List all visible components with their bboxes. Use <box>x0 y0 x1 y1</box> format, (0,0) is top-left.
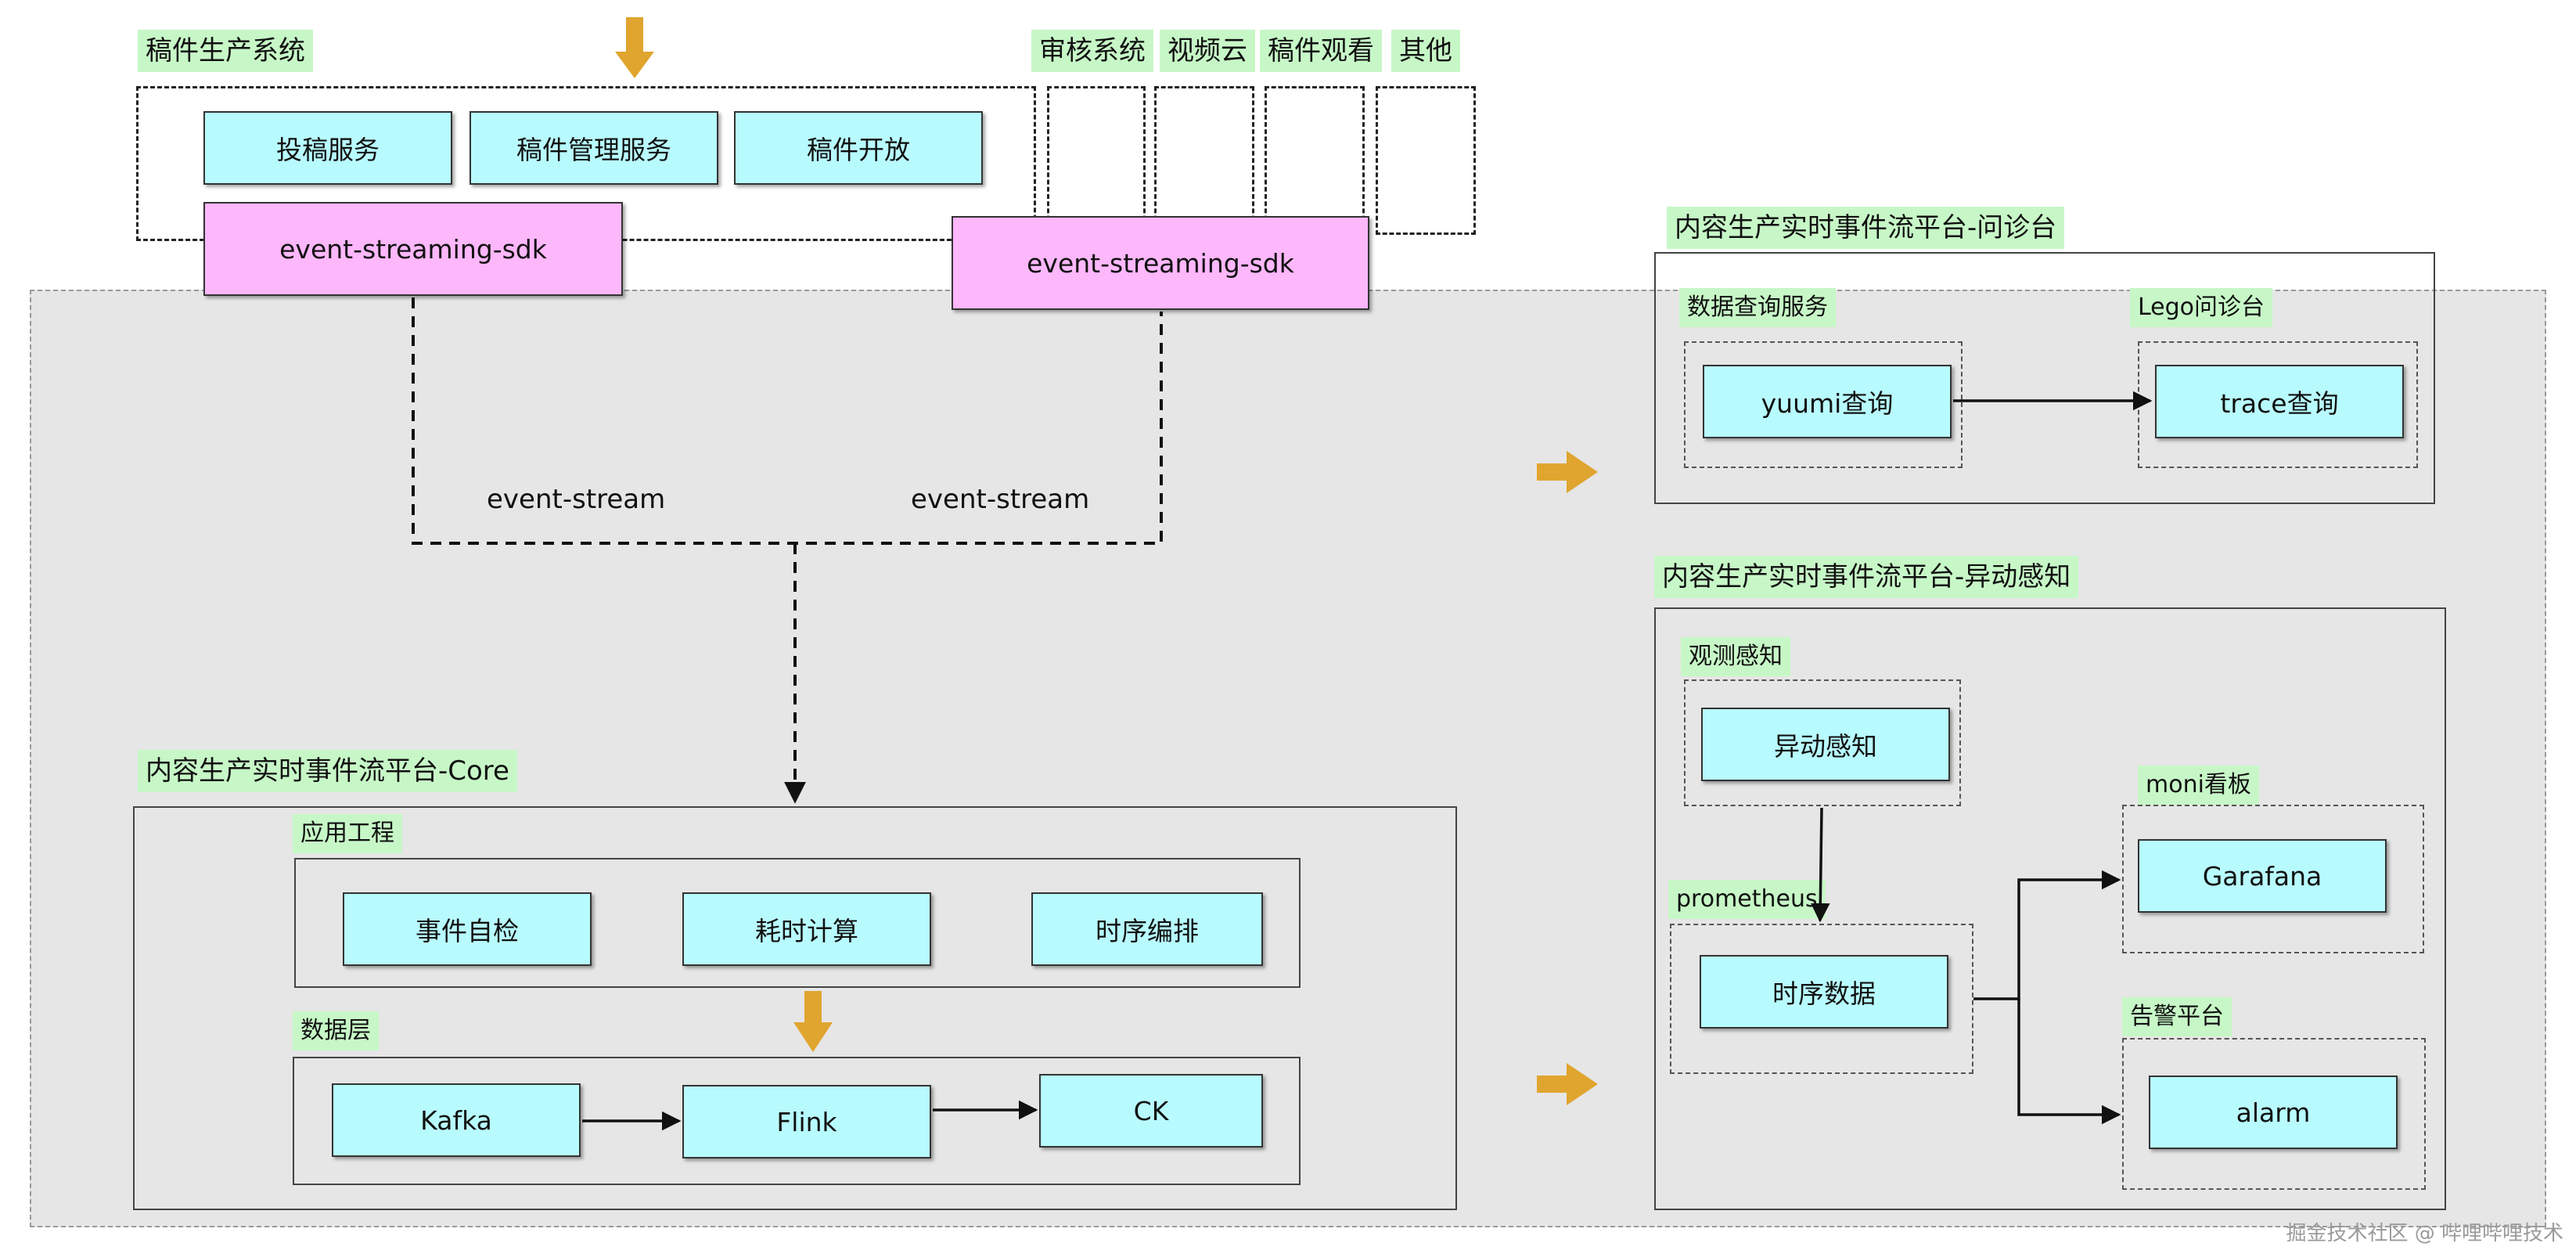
app-frame <box>294 858 1301 988</box>
query-frame <box>1684 341 1963 468</box>
production-system-label: 稿件生产系统 <box>138 30 313 72</box>
sdk-left: event-streaming-sdk <box>203 202 623 296</box>
orange-arrow-down-core <box>793 991 833 1052</box>
alarm-frame <box>2122 1038 2426 1190</box>
moni-item: Garafana <box>2138 839 2387 913</box>
other-system-label-watch: 稿件观看 <box>1260 30 1382 72</box>
prom-label: prometheus <box>1668 880 1826 919</box>
orange-arrow-right-anomaly <box>1537 1063 1598 1105</box>
data-layer-label: 数据层 <box>293 1011 379 1050</box>
other-system-label-other: 其他 <box>1391 30 1460 72</box>
event-stream-right: event-stream <box>911 484 1090 515</box>
observe-label: 观测感知 <box>1681 637 1790 676</box>
other-system-label-audit: 审核系统 <box>1031 30 1153 72</box>
orange-arrow-down-top <box>615 17 654 78</box>
lego-item: trace查询 <box>2155 365 2404 438</box>
app-item-selfcheck: 事件自检 <box>343 892 592 966</box>
core-title: 内容生产实时事件流平台-Core <box>138 750 517 792</box>
prom-frame <box>1670 924 1973 1074</box>
alarm-label: 告警平台 <box>2122 997 2232 1036</box>
lego-label: Lego问诊台 <box>2130 288 2273 327</box>
data-item-ck: CK <box>1039 1074 1263 1148</box>
data-item-flink: Flink <box>682 1085 931 1159</box>
orange-arrow-right-diag <box>1537 451 1598 493</box>
core-panel <box>133 806 1457 1210</box>
sdk-right: event-streaming-sdk <box>952 216 1369 310</box>
alarm-item: alarm <box>2149 1076 2398 1149</box>
flow-arrows <box>582 391 2153 1131</box>
other-system-frame-other <box>1376 86 1476 235</box>
observe-item: 异动感知 <box>1701 708 1950 781</box>
service-submit: 投稿服务 <box>203 111 452 185</box>
anomaly-panel <box>1654 607 2446 1210</box>
moni-label: moni看板 <box>2138 766 2259 805</box>
moni-frame <box>2122 805 2424 953</box>
service-manage: 稿件管理服务 <box>470 111 718 185</box>
event-stream-left: event-stream <box>487 484 666 515</box>
app-item-timecost: 耗时计算 <box>682 892 931 966</box>
event-stream-bus <box>412 297 1163 804</box>
anomaly-title: 内容生产实时事件流平台-异动感知 <box>1654 556 2079 598</box>
data-item-kafka: Kafka <box>332 1083 581 1157</box>
service-open: 稿件开放 <box>734 111 983 185</box>
observe-frame <box>1684 679 1961 806</box>
app-label: 应用工程 <box>293 814 402 853</box>
data-layer-frame <box>293 1057 1301 1185</box>
query-label: 数据查询服务 <box>1679 288 1836 327</box>
query-item: yuumi查询 <box>1703 365 1952 438</box>
watermark: 掘金技术社区 @ 哔哩哔哩技术 <box>2286 1222 2563 1245</box>
prom-item: 时序数据 <box>1700 955 1948 1029</box>
other-system-label-videocloud: 视频云 <box>1160 30 1255 72</box>
app-item-orchestrate: 时序编排 <box>1031 892 1263 966</box>
diag-panel <box>1654 252 2435 504</box>
diag-title: 内容生产实时事件流平台-问诊台 <box>1667 207 2065 249</box>
